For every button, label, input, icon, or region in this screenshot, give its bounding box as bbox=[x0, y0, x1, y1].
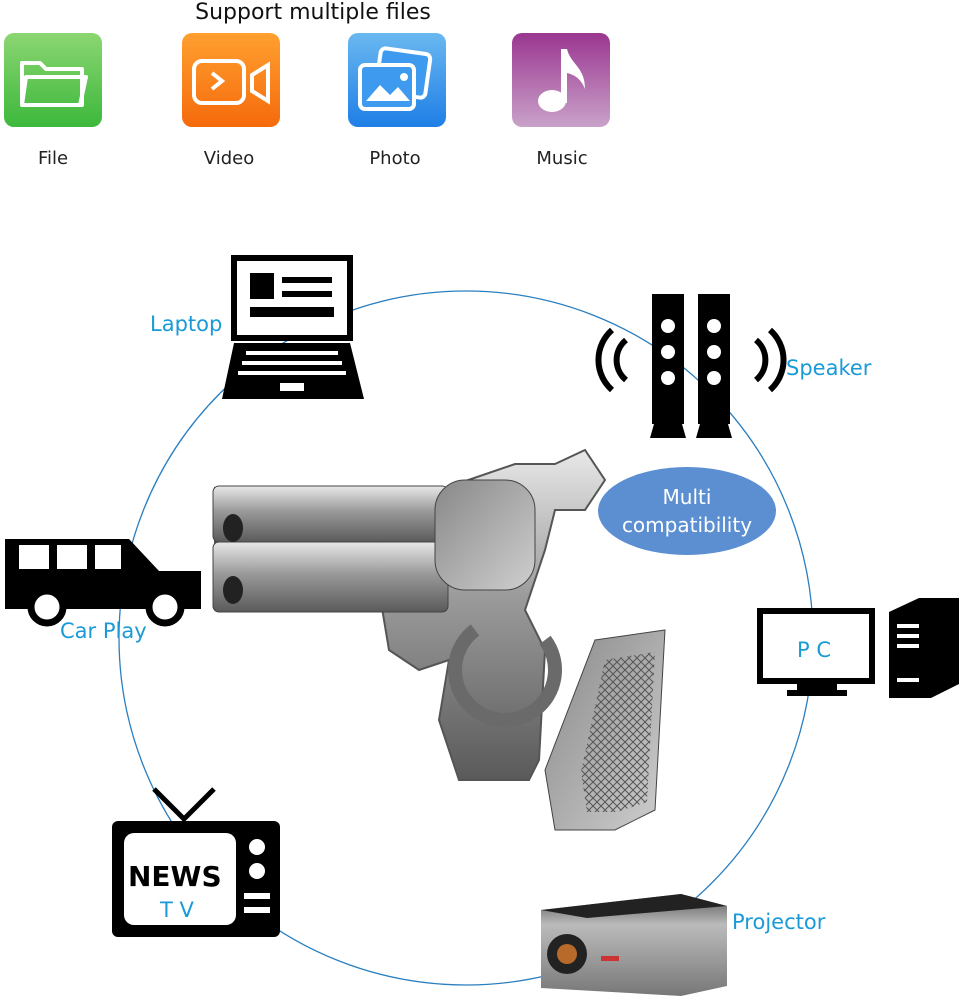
badge-line-2: compatibility bbox=[621, 513, 753, 537]
music-tile bbox=[512, 33, 610, 127]
projector-label: Projector bbox=[732, 910, 826, 934]
pc-icon bbox=[757, 598, 959, 698]
compatibility-badge: Multi compatibility bbox=[598, 467, 776, 555]
photo-icon bbox=[358, 46, 433, 111]
laptop-label: Laptop bbox=[150, 312, 223, 336]
file-tile bbox=[4, 33, 102, 127]
pc-label: P C bbox=[797, 638, 832, 662]
photo-tile bbox=[348, 33, 446, 127]
laptop-icon bbox=[222, 255, 364, 399]
speaker-label: Speaker bbox=[786, 356, 872, 380]
car-icon bbox=[5, 539, 201, 627]
photo-label: Photo bbox=[369, 148, 421, 169]
music-label: Music bbox=[536, 148, 588, 169]
music-icon bbox=[538, 49, 585, 112]
badge-line-1: Multi bbox=[662, 485, 712, 509]
video-icon bbox=[192, 59, 270, 105]
file-label: File bbox=[37, 148, 69, 169]
projector-icon bbox=[541, 894, 727, 996]
headline: Support multiple files bbox=[195, 0, 431, 25]
video-label: Video bbox=[203, 148, 255, 169]
tv-tv-text: T V bbox=[160, 898, 194, 922]
video-tile bbox=[182, 33, 280, 127]
revolver-usb-drive bbox=[212, 448, 666, 831]
tv-icon bbox=[112, 787, 280, 937]
folder-icon bbox=[20, 61, 88, 107]
speaker-icon bbox=[595, 294, 787, 438]
car-label: Car Play bbox=[60, 619, 147, 643]
tv-news-text: NEWS bbox=[128, 860, 222, 893]
